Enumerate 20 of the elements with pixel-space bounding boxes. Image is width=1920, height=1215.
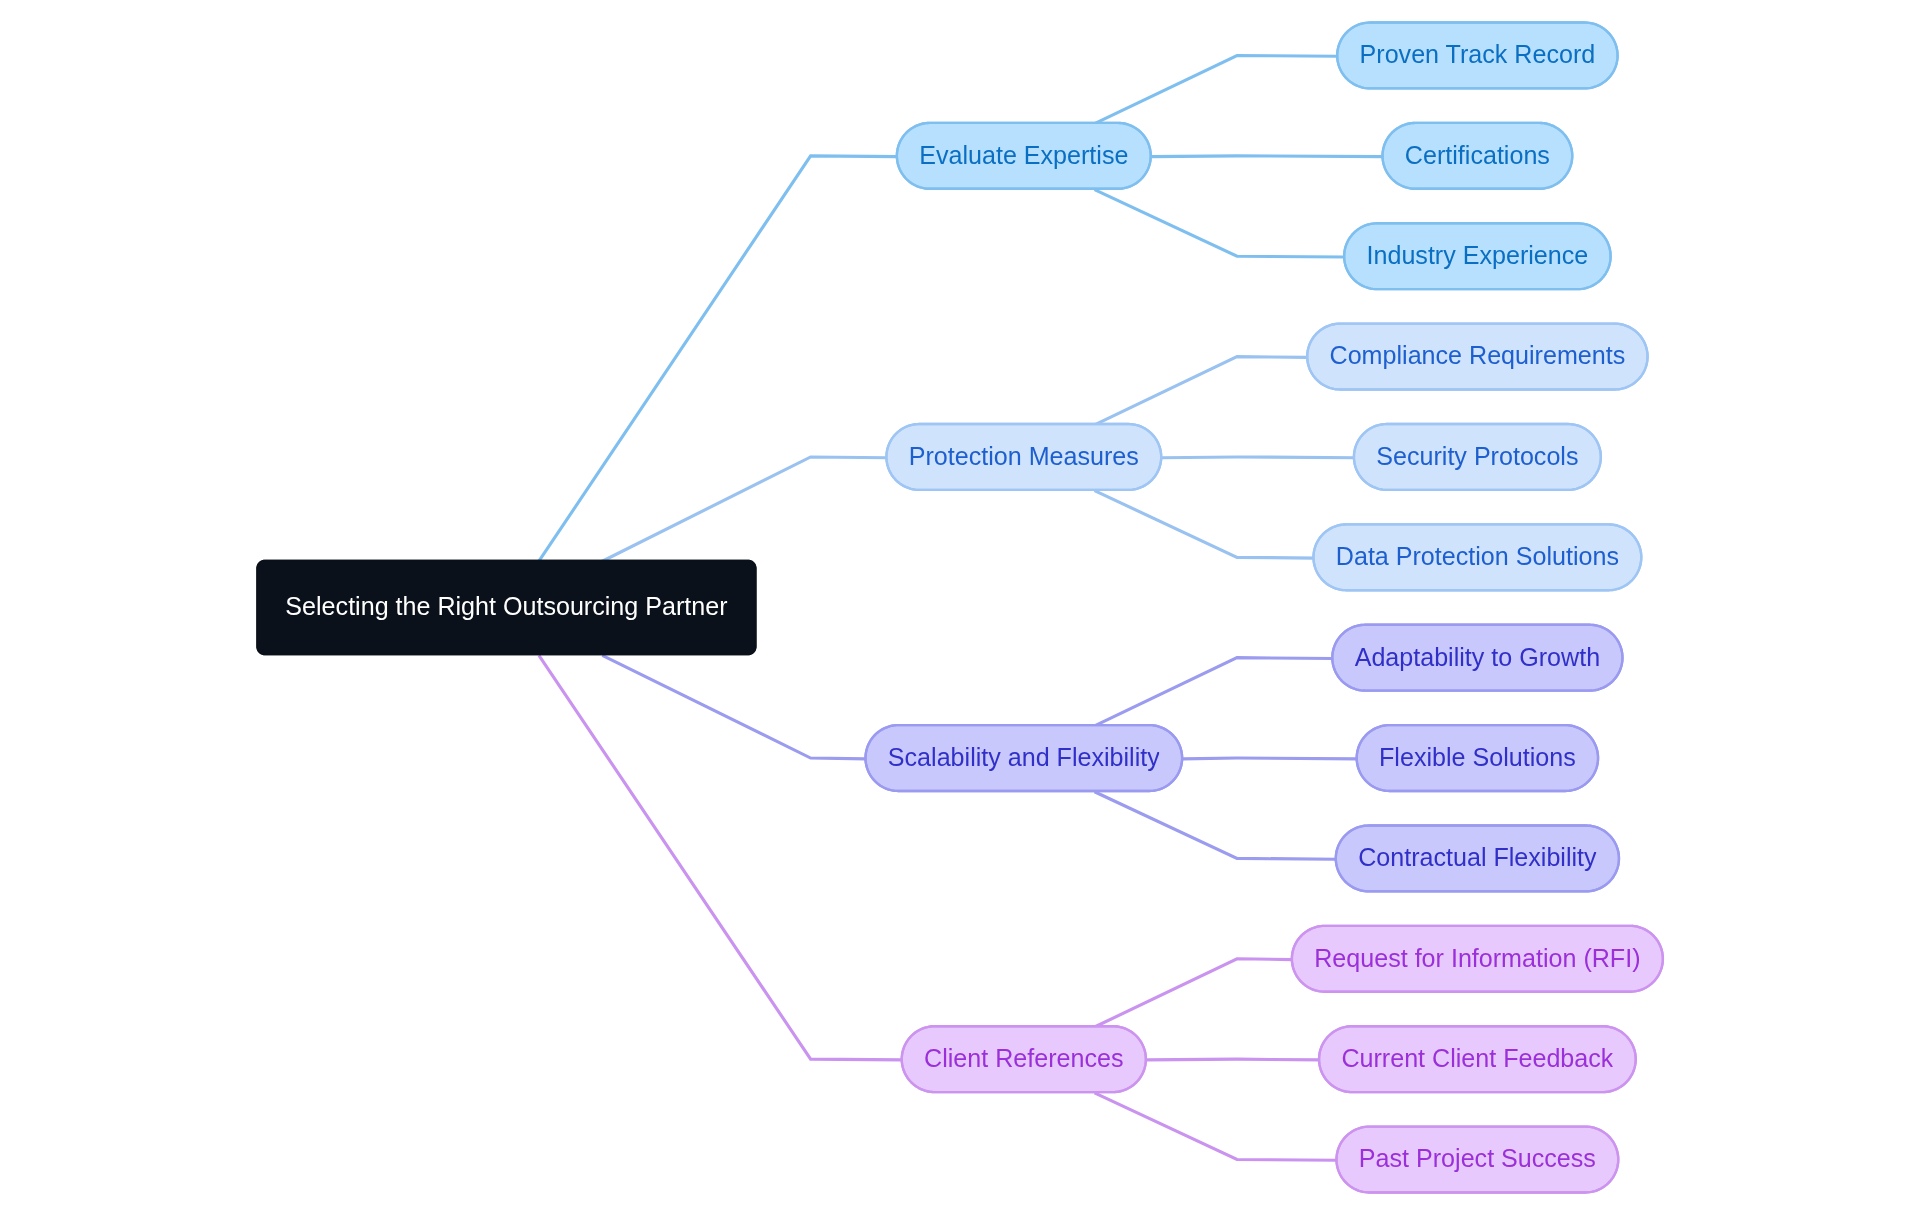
connector-line <box>1146 1057 1320 1062</box>
topic-node: Proven Track Record <box>1336 21 1619 90</box>
topic-node: Contractual Flexibility <box>1334 824 1621 893</box>
topic-node: Certifications <box>1381 121 1574 190</box>
topic-node: Current Client Feedback <box>1317 1025 1637 1094</box>
connector-line <box>1161 455 1355 460</box>
topic-node: Protection Measures <box>885 422 1163 492</box>
topic-node: Past Project Success <box>1335 1125 1620 1194</box>
topic-node: Evaluate Expertise <box>895 121 1152 190</box>
topic-node: Compliance Requirements <box>1306 322 1649 391</box>
topic-node: Client References <box>900 1025 1148 1094</box>
topic-node: Data Protection Solutions <box>1312 523 1643 592</box>
topic-node: Flexible Solutions <box>1355 723 1600 793</box>
connector-line <box>1093 188 1345 259</box>
topic-node: Industry Experience <box>1343 222 1612 291</box>
topic-node: Selecting the Right Outsourcing Partner <box>256 559 757 656</box>
topic-node: Adaptability to Growth <box>1331 623 1624 692</box>
topic-node: Request for Information (RFI) <box>1290 924 1665 993</box>
topic-node: Scalability and Flexibility <box>864 723 1184 793</box>
topic-node: Security Protocols <box>1352 422 1602 492</box>
